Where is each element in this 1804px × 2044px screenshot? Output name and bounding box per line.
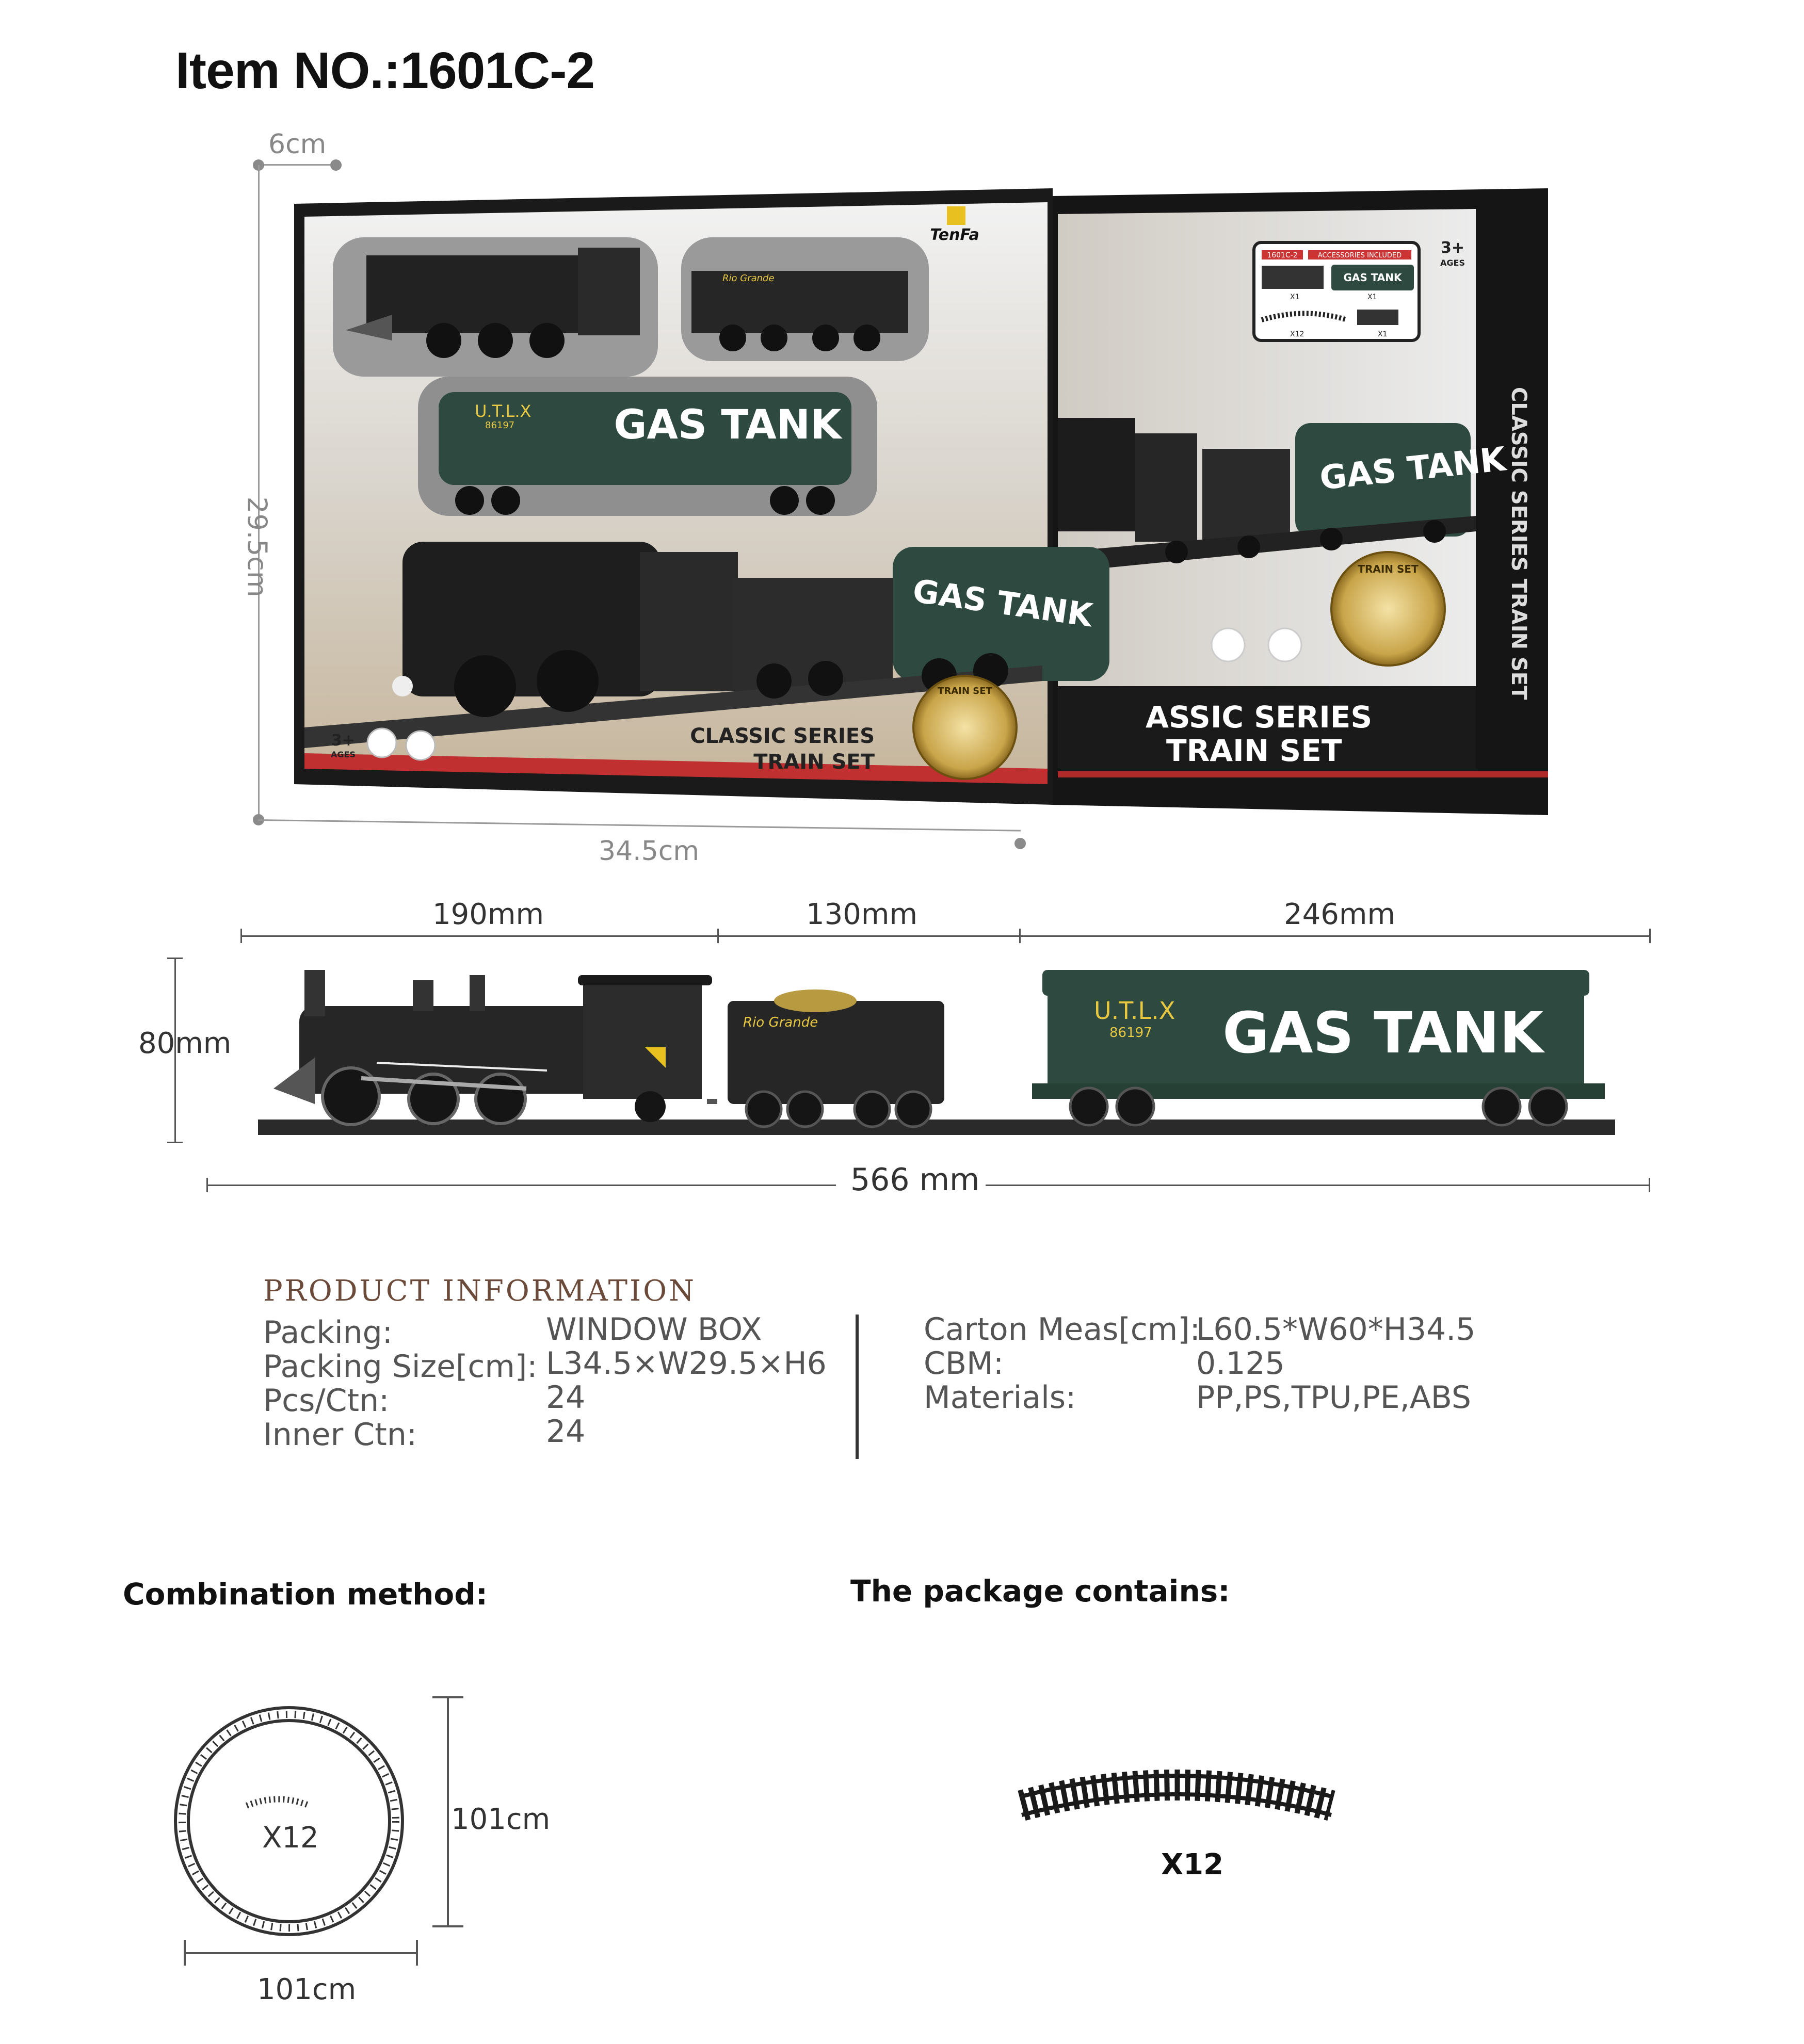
side-set-text: TRAIN SET — [1166, 733, 1342, 768]
accessory-count-3: X12 — [1290, 330, 1304, 338]
product-info-right-values: L60.5*W60*H34.5 0.125 PP,PS,TPU,PE,ABS — [1196, 1312, 1475, 1415]
brand-text: TenFa — [930, 226, 979, 244]
accessories-label-text: ACCESSORIES INCLUDED — [1318, 252, 1402, 259]
info-value: 24 — [546, 1414, 586, 1450]
combination-height-line — [447, 1696, 449, 1927]
info-value: PP,PS,TPU,PE,ABS — [1196, 1380, 1471, 1416]
info-key: Packing Size[cm]: — [263, 1349, 538, 1385]
box-depth-label: 6cm — [268, 129, 327, 160]
total-dimension-line-left — [206, 1185, 836, 1186]
front-ages-word: AGES — [331, 750, 356, 759]
accessory-count-1: X1 — [1290, 293, 1300, 301]
product-info-left: Packing: Packing Size[cm]: Pcs/Ctn: Inne… — [263, 1316, 537, 1452]
side-ages: 3+ — [1441, 239, 1464, 257]
train-height-label: 80mm — [138, 1027, 232, 1060]
loco-length-label: 190mm — [432, 898, 544, 931]
side-badge-text: TRAIN SET — [1358, 563, 1419, 575]
top-dimension-line — [240, 935, 1649, 937]
window-tank-number: 86197 — [485, 420, 514, 431]
dim-tick — [167, 958, 183, 959]
tank-car-gas-tank: GAS TANK — [1222, 1000, 1545, 1066]
train-side-illustration: Rio Grande U.T.L.X 86197 GAS TANK — [258, 970, 1615, 1135]
box-side-panel: 1601C-2 ACCESSORIES INCLUDED GAS TANK X1… — [1053, 188, 1548, 815]
product-info-left-values: WINDOW BOX L34.5×W29.5×H6 24 24 — [546, 1312, 827, 1449]
page-title: Item NO.:1601C-2 — [175, 42, 595, 100]
dim-tick — [416, 1940, 418, 1966]
combination-width-line — [184, 1952, 417, 1954]
product-info-heading: PRODUCT INFORMATION — [263, 1274, 696, 1308]
window-gas-tank-text: GAS TANK — [614, 402, 843, 448]
dim-dot — [1014, 838, 1026, 849]
info-value: 0.125 — [1196, 1345, 1285, 1382]
spine-text: CLASSIC SERIES TRAIN SET — [1507, 387, 1531, 700]
info-key: Packing: — [263, 1315, 393, 1351]
dim-tick — [167, 1142, 183, 1143]
tank-car-code: U.T.L.X — [1094, 997, 1175, 1025]
tank-car-number: 86197 — [1109, 1025, 1152, 1041]
info-value: WINDOW BOX — [546, 1311, 762, 1348]
curved-track-piece — [1018, 1770, 1335, 1821]
info-value: L60.5*W60*H34.5 — [1196, 1311, 1476, 1348]
accessory-count-2: X1 — [1367, 293, 1377, 301]
product-info-right: Carton Meas[cm]: CBM: Materials: — [924, 1312, 1200, 1415]
info-key: Inner Ctn: — [263, 1417, 417, 1453]
dim-tick — [240, 929, 242, 943]
side-series-text: ASSIC SERIES — [1146, 700, 1372, 735]
front-series-text: CLASSIC SERIES — [690, 724, 875, 748]
info-value: L34.5×W29.5×H6 — [546, 1345, 827, 1382]
tender-text: Rio Grande — [743, 1015, 818, 1030]
product-box-illustration: 1601C-2 ACCESSORIES INCLUDED GAS TANK X1… — [294, 188, 1548, 815]
gas-tank-car: U.T.L.X 86197 GAS TANK — [1032, 970, 1605, 1127]
dim-tick — [432, 1925, 463, 1927]
track-circle-diagram — [174, 1706, 404, 1936]
side-ages-word: AGES — [1440, 258, 1465, 268]
total-dimension-line-right — [986, 1185, 1650, 1186]
combination-heading: Combination method: — [123, 1577, 488, 1612]
accessory-code-text: 1601C-2 — [1267, 251, 1297, 259]
info-value: 24 — [546, 1380, 586, 1416]
tank-length-label: 246mm — [1284, 898, 1395, 931]
dim-tick — [1649, 1178, 1650, 1192]
box-width-label: 34.5cm — [599, 836, 700, 867]
front-ages: 3+ — [331, 732, 355, 750]
total-length-label: 566 mm — [850, 1162, 980, 1198]
dim-dot — [330, 159, 342, 171]
window-tank-code: U.T.L.X — [475, 401, 531, 421]
locomotive — [273, 970, 712, 1126]
info-key: CBM: — [924, 1345, 1004, 1382]
dim-tick — [1649, 929, 1651, 943]
dim-tick — [432, 1696, 463, 1698]
box-height-line — [258, 165, 260, 820]
package-heading: The package contains: — [850, 1573, 1230, 1609]
accessory-tank-text: GAS TANK — [1343, 271, 1403, 284]
tender-length-label: 130mm — [806, 898, 917, 931]
combination-height-label: 101cm — [451, 1803, 551, 1836]
info-key: Materials: — [924, 1380, 1076, 1416]
dim-tick — [206, 1178, 208, 1192]
dim-tick — [717, 929, 719, 943]
height-dimension-line — [174, 958, 176, 1143]
package-count: X12 — [1161, 1848, 1224, 1881]
window-tender-text: Rio Grande — [722, 273, 775, 284]
info-key: Pcs/Ctn: — [263, 1383, 390, 1419]
box-front-panel: Rio Grande U.T.L.X 86197 GAS TANK GAS TA… — [294, 188, 1109, 805]
info-key: Carton Meas[cm]: — [924, 1311, 1200, 1348]
combination-width-label: 101cm — [257, 1973, 357, 2006]
dim-tick — [1019, 929, 1021, 943]
front-badge-text: TRAIN SET — [938, 686, 992, 696]
dim-tick — [184, 1940, 186, 1966]
tender: Rio Grande — [707, 989, 944, 1128]
front-set-text: TRAIN SET — [753, 750, 875, 774]
accessory-count-4: X1 — [1378, 330, 1388, 338]
info-divider — [856, 1315, 859, 1459]
combination-count: X12 — [262, 1821, 319, 1855]
box-height-label: 29.5cm — [241, 496, 272, 597]
box-depth-line — [258, 164, 335, 166]
